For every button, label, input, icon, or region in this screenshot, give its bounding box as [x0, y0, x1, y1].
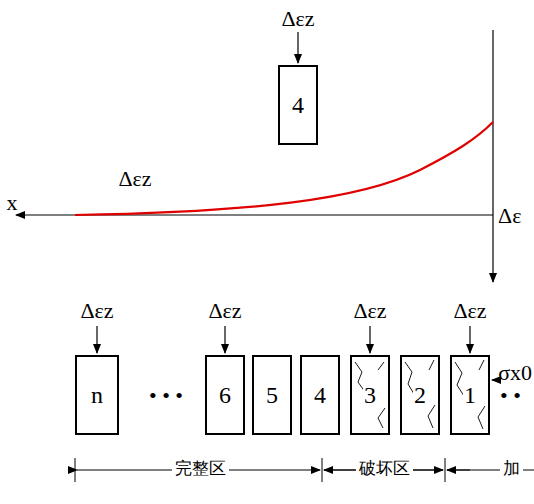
region-label: 完整区: [172, 460, 229, 477]
strain-element-box: 3: [350, 355, 390, 435]
element-number: 5: [265, 383, 279, 407]
strain-axis: [492, 30, 493, 282]
strain-element-box: 1: [450, 355, 490, 435]
region-label: 破坏区: [356, 460, 413, 477]
element-number: 4: [291, 93, 305, 117]
region-label: 加: [500, 460, 523, 477]
strain-element-box: 6: [205, 355, 245, 435]
axis-label: x: [7, 192, 18, 214]
element-number: 2: [413, 383, 427, 407]
load-arrow: [469, 326, 470, 353]
axis-label: Δε: [498, 205, 521, 227]
crack-lines: [355, 360, 485, 429]
ellipsis: • • •: [149, 385, 183, 407]
strain-label: Δεz: [118, 168, 151, 190]
load-arrow: [224, 326, 225, 353]
strain-label: Δεz: [453, 300, 486, 322]
strain-label: Δεz: [281, 8, 314, 30]
region-brackets: [75, 458, 534, 482]
element-number: 4: [313, 383, 327, 407]
stress-label: σx0: [498, 362, 532, 384]
load-arrow: [297, 32, 298, 63]
strain-element-box: n: [75, 355, 119, 435]
element-number: 1: [463, 383, 477, 407]
element-number: 3: [363, 383, 377, 407]
strain-element-box: 4: [278, 65, 318, 145]
load-arrow: [369, 326, 370, 353]
strain-curve: [75, 122, 493, 215]
strain-element-box: 5: [252, 355, 292, 435]
strain-label: Δεz: [353, 300, 386, 322]
strain-element-box: 4: [300, 355, 340, 435]
load-arrow: [96, 326, 97, 353]
element-number: n: [90, 383, 104, 407]
strain-label: Δεz: [80, 300, 113, 322]
ellipsis: • •: [500, 385, 521, 407]
strain-element-box: 2: [400, 355, 440, 435]
strain-label: Δεz: [208, 300, 241, 322]
element-number: 6: [218, 383, 232, 407]
